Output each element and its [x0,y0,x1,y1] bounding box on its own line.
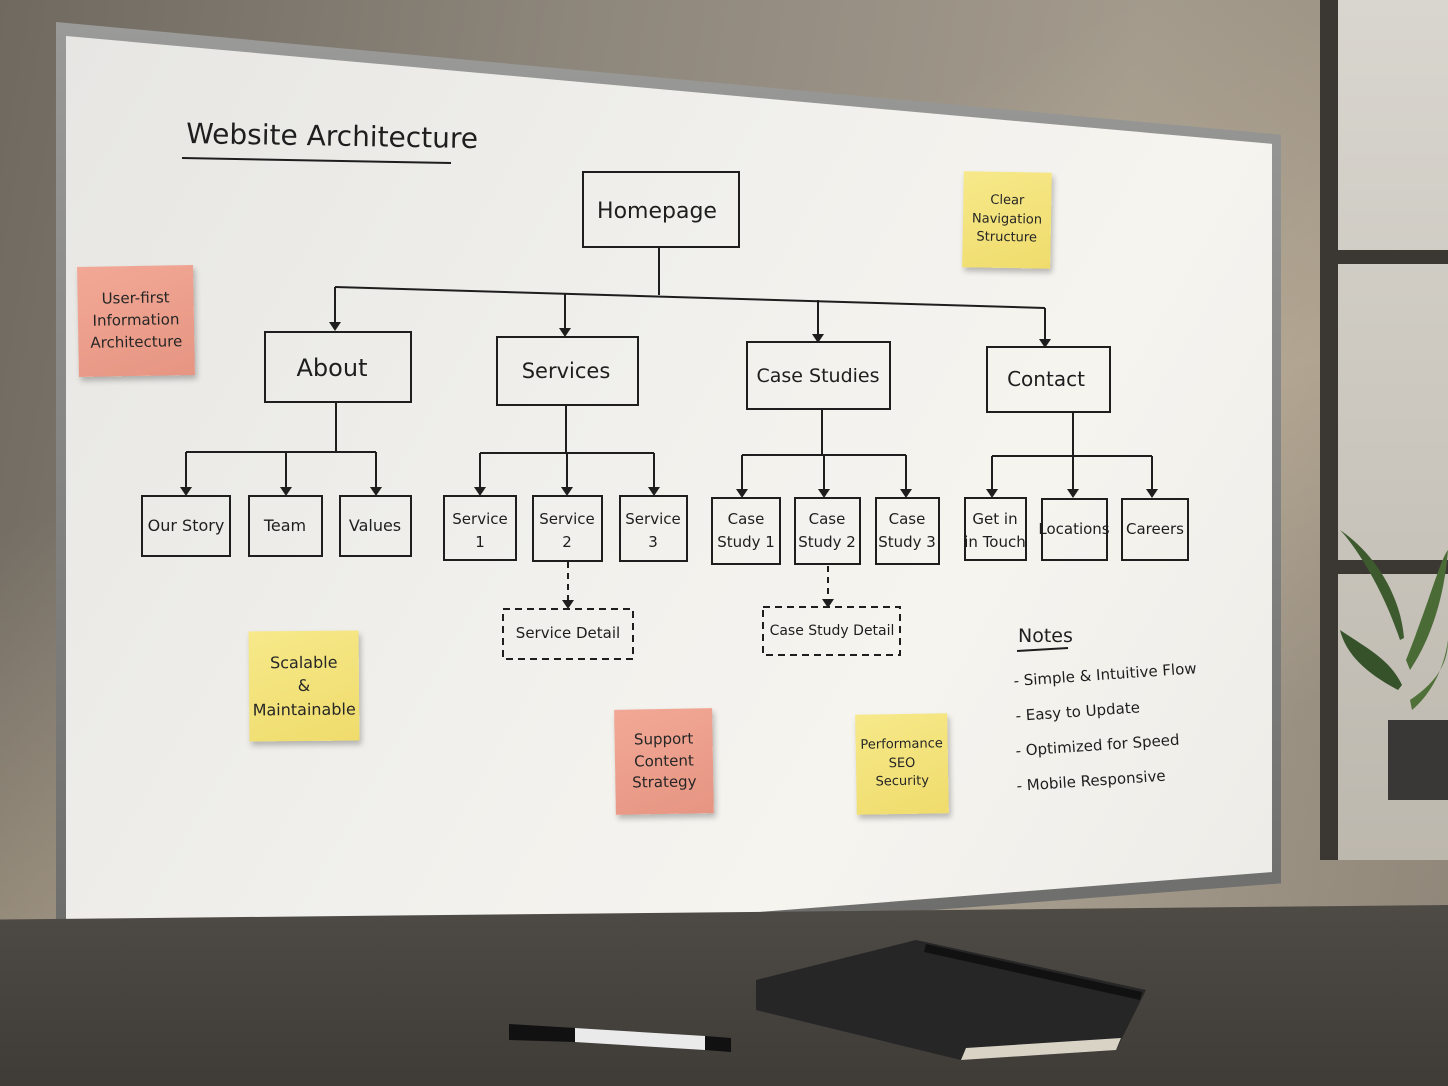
arrowheads [180,322,1158,609]
node-contact: Contact [1007,367,1085,391]
window [1320,0,1448,860]
notebook [756,940,1146,1060]
node-box-about [264,331,412,403]
node-box-case-studies [746,341,891,410]
sticky-note-clear-nav: Clear Navigation Structure [962,171,1052,269]
sticky-note-performance: Performance SEO Security [855,713,949,815]
node-values: Values [349,516,401,535]
node-box-contact [986,346,1111,413]
title-underline [181,157,452,164]
sticky-note-user-first: User-first Information Architecture [77,264,195,378]
node-case-studies: Case Studies [756,365,879,387]
notes-item: - Easy to Update [1015,698,1140,725]
node-homepage: Homepage [597,199,717,224]
node-services: Services [522,359,611,383]
marker-pen [509,1024,731,1052]
node-our-story: Our Story [148,516,225,535]
plant [1340,530,1448,800]
node-careers: Careers [1126,520,1184,538]
notes-heading: Notes [1018,625,1073,647]
node-box-homepage [582,171,740,248]
node-team: Team [263,516,306,535]
node-about: About [297,354,368,382]
notes-item: - Simple & Intuitive Flow [1013,659,1197,690]
node-case-detail: Case Study Detail [770,623,895,639]
connectors [181,157,1153,652]
node-locations: Locations [1038,520,1109,538]
diagram-title: Website Architecture [186,117,478,155]
notes-item: - Optimized for Speed [1015,731,1180,760]
node-box-case-detail [762,606,901,656]
desk [0,905,1448,1086]
node-service-detail: Service Detail [516,624,620,642]
node-box-services [496,336,639,406]
sticky-note-support: Support Content Strategy [614,708,714,815]
node-box-service-detail [502,608,634,660]
node-boxes [141,171,1189,660]
notes-item: - Mobile Responsive [1016,767,1166,795]
sticky-note-scalable: Scalable & Maintainable [248,630,360,742]
window-mullion [1338,250,1448,264]
